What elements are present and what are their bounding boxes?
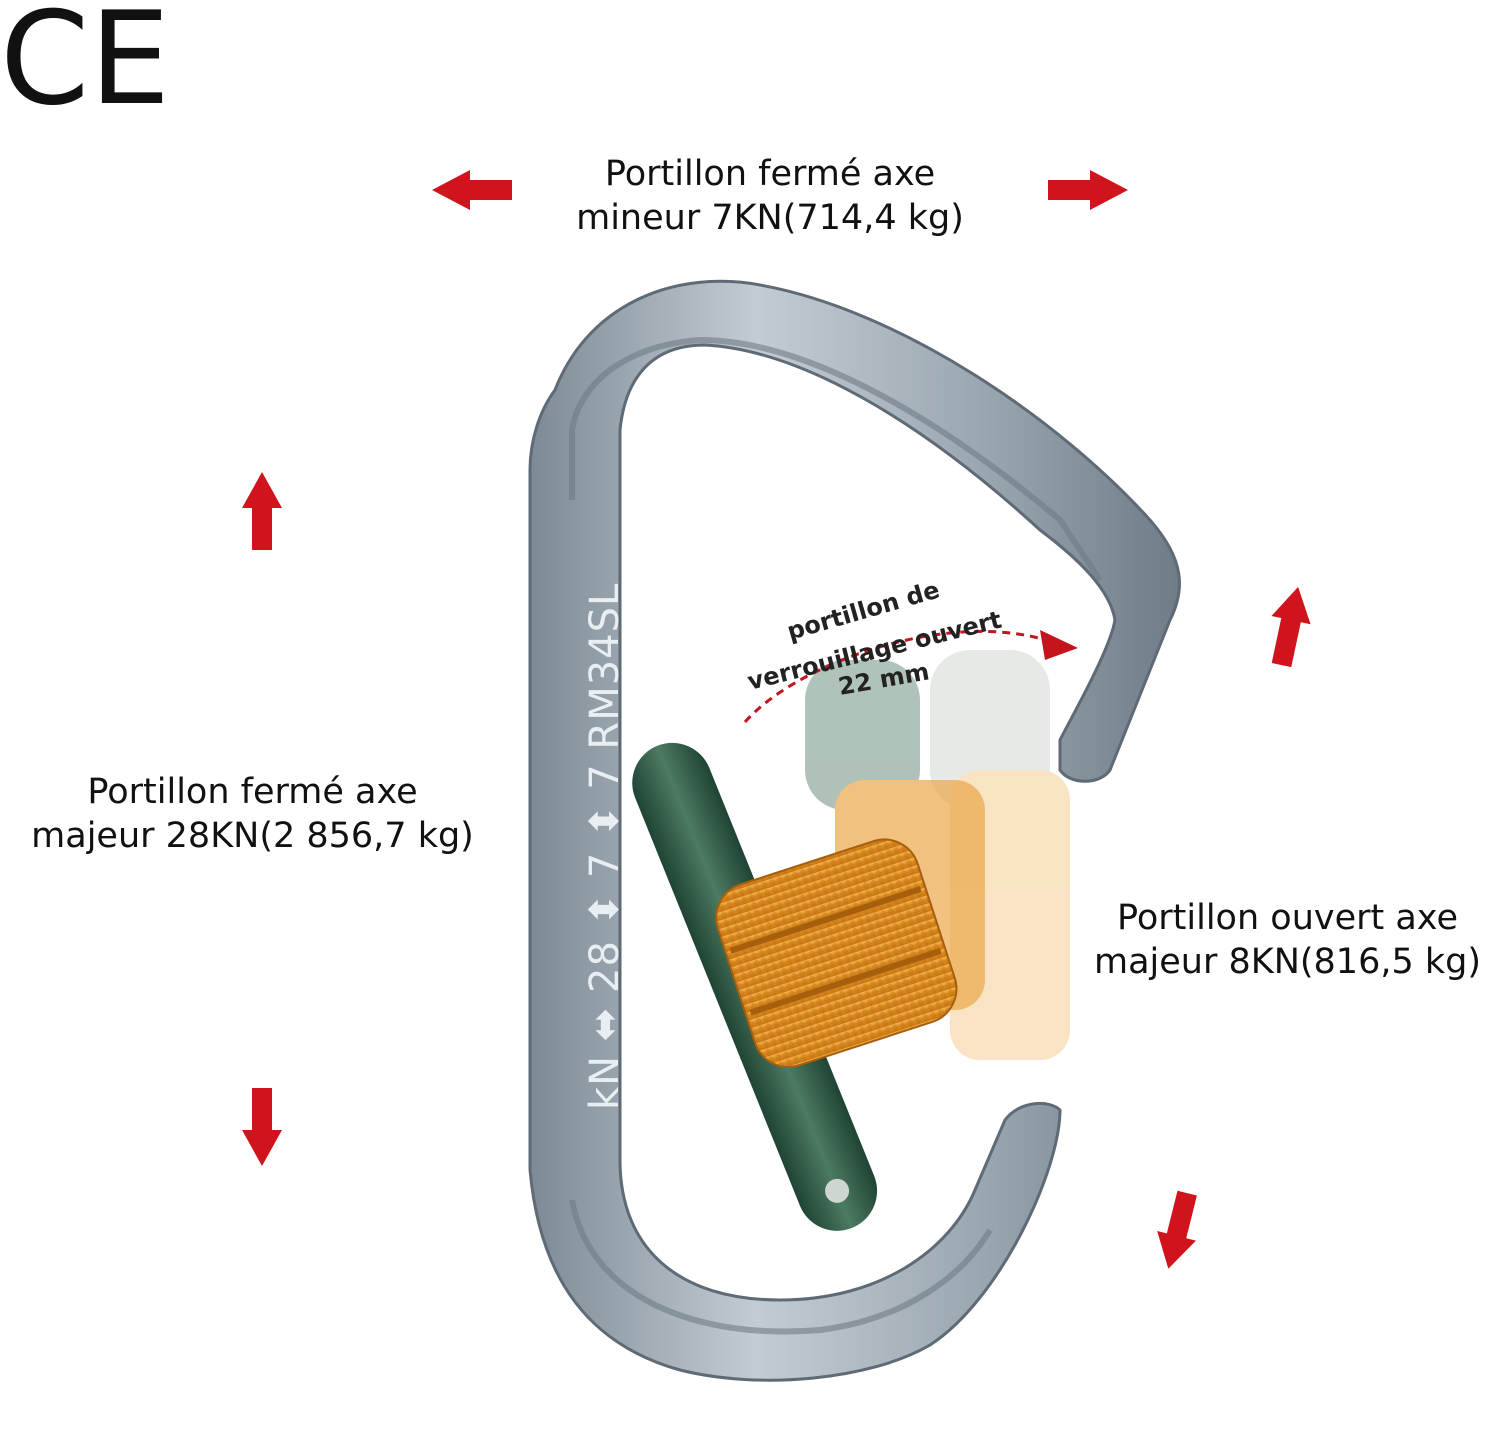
arrow-up-icon bbox=[242, 472, 282, 550]
gate-rivet bbox=[825, 1178, 850, 1203]
label-closed-minor-line-1: Portillon fermé axe bbox=[604, 154, 936, 194]
spine-marking: kN ⬌ 28 ⬍ 7 ⬍ 7 RM34SL bbox=[582, 583, 628, 1110]
label-closed-minor-axis: Portillon fermé axe mineur 7KN(714,4 kg) bbox=[520, 152, 1020, 240]
carabiner-body bbox=[528, 279, 1181, 1382]
label-open-major-line-1: Portillon ouvert axe bbox=[1117, 898, 1458, 938]
arrow-down-tilted-icon bbox=[1157, 1190, 1197, 1269]
arrow-down-icon bbox=[242, 1088, 282, 1166]
body-groove-bottom bbox=[569, 1199, 993, 1335]
locking-sleeve bbox=[715, 838, 958, 1068]
label-open-major-axis: Portillon ouvert axe majeur 8KN(816,5 kg… bbox=[1075, 896, 1500, 984]
label-closed-major-line-2: majeur 28KN(2 856,7 kg) bbox=[31, 816, 474, 856]
arrow-left-icon bbox=[432, 170, 512, 210]
body-groove bbox=[569, 336, 1103, 582]
arrow-right-icon bbox=[1048, 170, 1128, 210]
gate-opening-arc bbox=[743, 630, 1061, 723]
label-closed-major-line-1: Portillon fermé axe bbox=[87, 772, 418, 812]
arrow-up-tilted-icon bbox=[1271, 586, 1311, 668]
arc-arrowhead-icon bbox=[1040, 630, 1078, 660]
label-closed-minor-line-2: mineur 7KN(714,4 kg) bbox=[576, 198, 964, 238]
label-open-major-line-2: majeur 8KN(816,5 kg) bbox=[1093, 942, 1482, 982]
ce-mark-text: CE bbox=[0, 0, 170, 125]
ce-mark-icon: CE bbox=[0, 0, 170, 125]
label-closed-major-axis: Portillon fermé axe majeur 28KN(2 856,7 … bbox=[0, 770, 505, 858]
